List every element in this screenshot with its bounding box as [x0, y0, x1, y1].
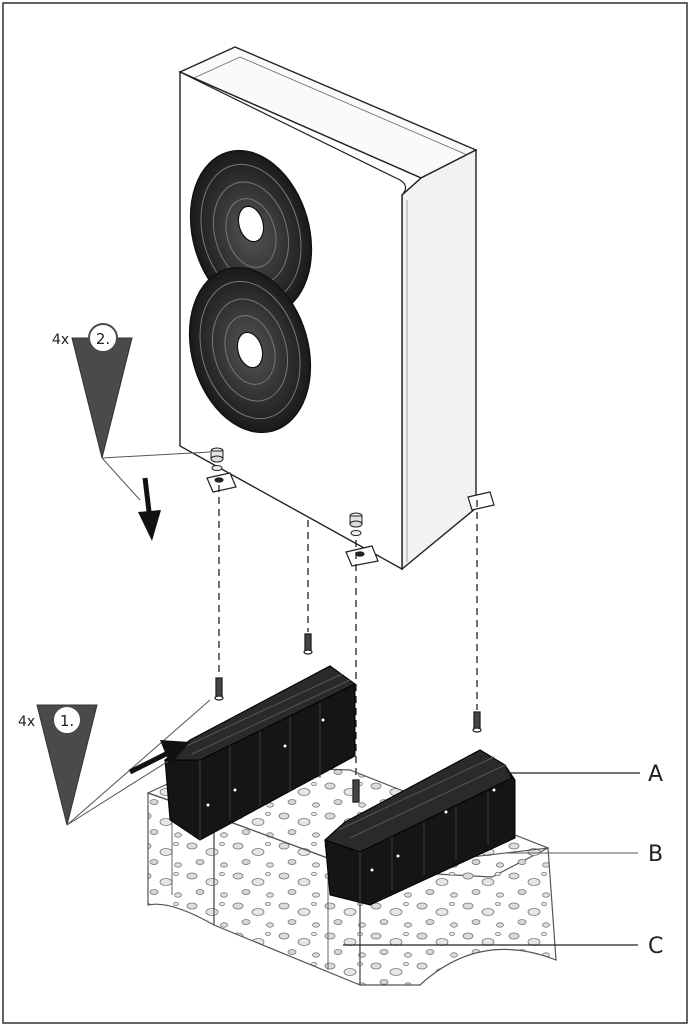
- down-arrow-icon: [138, 477, 161, 541]
- rubber-block-right: [324, 749, 516, 906]
- lower-fan: [188, 266, 312, 434]
- heat-pump-unit: [178, 46, 495, 571]
- step-1-count: 4x: [18, 714, 35, 730]
- step-2-count: 4x: [52, 332, 69, 348]
- callout-a: A: [505, 762, 663, 787]
- callout-a-letter: A: [648, 762, 663, 787]
- callout-b: B: [505, 842, 663, 867]
- step-1-marker: 1. 4x: [18, 699, 211, 826]
- mounting-feet: [206, 472, 495, 567]
- bolts: [214, 485, 482, 803]
- step-1-number: 1.: [60, 712, 74, 730]
- push-arrow-icon: [128, 740, 190, 775]
- callout-c: C: [343, 934, 663, 959]
- step-2-number: 2.: [96, 330, 110, 348]
- nuts: [210, 447, 363, 536]
- rubber-block-left: [163, 665, 356, 841]
- callout-b-letter: B: [648, 842, 663, 867]
- callout-c-letter: C: [648, 934, 663, 959]
- step-2-marker: 2. 4x: [52, 323, 211, 501]
